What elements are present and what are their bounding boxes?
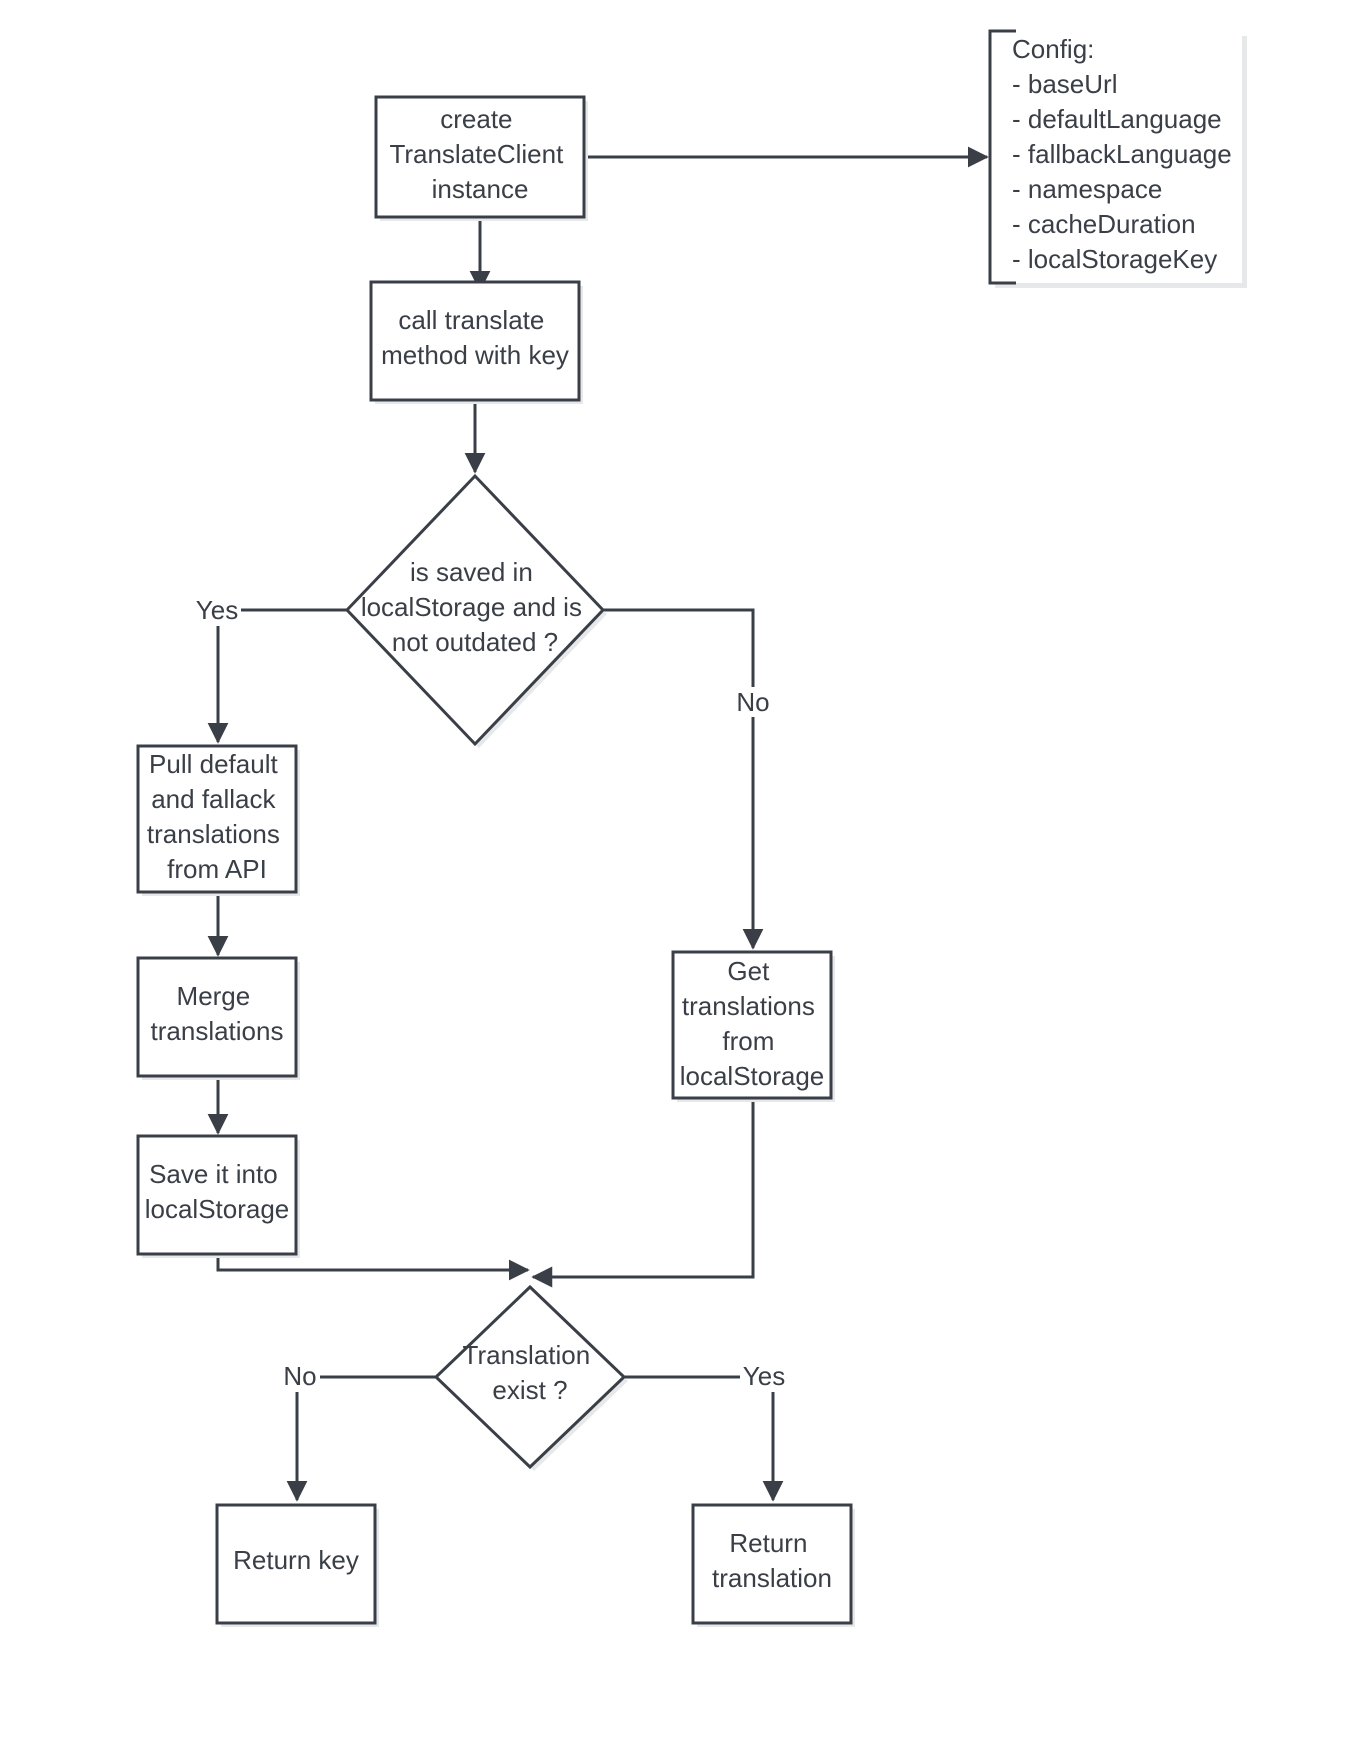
node-pull-api-label: Pull default and fallack translations fr… <box>147 749 287 884</box>
node-call-translate: call translate method with key <box>369 280 583 404</box>
config-item-fallback-language: - fallbackLanguage <box>1012 139 1232 169</box>
node-call-translate-label: call translate method with key <box>381 305 569 370</box>
edge-label-saved-no: No <box>736 687 769 717</box>
edge-label-exist-no: No <box>283 1361 316 1391</box>
config-title: Config: <box>1012 34 1094 64</box>
edge-labels: Yes No No Yes <box>193 595 790 1392</box>
node-get-storage: Get translations from localStorage <box>671 950 835 1102</box>
node-save-storage: Save it into localStorage <box>136 1134 300 1258</box>
node-get-storage-label: Get translations from localStorage <box>680 956 825 1091</box>
edge-save-to-exist <box>216 1255 530 1281</box>
edge-label-exist-yes: Yes <box>743 1361 785 1391</box>
node-is-saved-decision: is saved in localStorage and is not outd… <box>344 473 607 748</box>
node-pull-api: Pull default and fallack translations fr… <box>136 744 300 896</box>
config-item-local-storage-key: - localStorageKey <box>1012 244 1217 274</box>
config-item-base-url: - baseUrl <box>1012 69 1117 99</box>
node-translation-exist-label: Translation exist ? <box>463 1340 598 1405</box>
node-return-translation-label: Return translation <box>712 1528 832 1593</box>
edges <box>207 146 989 1502</box>
edge-label-saved-yes: Yes <box>196 595 238 625</box>
config-item-cache-duration: - cacheDuration <box>1012 209 1196 239</box>
edge-exist-yes <box>624 1375 784 1502</box>
edge-exist-no <box>286 1375 436 1502</box>
edge-saved-yes <box>207 608 347 744</box>
edge-get-to-exist <box>531 1097 755 1288</box>
node-merge: Merge translations <box>136 956 300 1080</box>
node-create-client-label: create TranslateClient instance <box>389 104 570 204</box>
node-merge-label: Merge translations <box>151 981 284 1046</box>
config-item-namespace: - namespace <box>1012 174 1162 204</box>
config-bracket <box>988 29 1016 285</box>
node-is-saved-label: is saved in localStorage and is not outd… <box>361 557 589 657</box>
config-item-default-language: - defaultLanguage <box>1012 104 1222 134</box>
config-panel: Config: - baseUrl - defaultLanguage - fa… <box>988 29 1247 288</box>
node-save-storage-label: Save it into localStorage <box>145 1159 290 1224</box>
node-create-client: create TranslateClient instance <box>374 95 588 221</box>
node-return-key: Return key <box>215 1503 379 1627</box>
node-return-translation: Return translation <box>691 1503 855 1627</box>
node-return-key-label: Return key <box>233 1545 359 1575</box>
edge-saved-no <box>603 608 764 950</box>
node-translation-exist-decision: Translation exist ? <box>433 1284 628 1471</box>
